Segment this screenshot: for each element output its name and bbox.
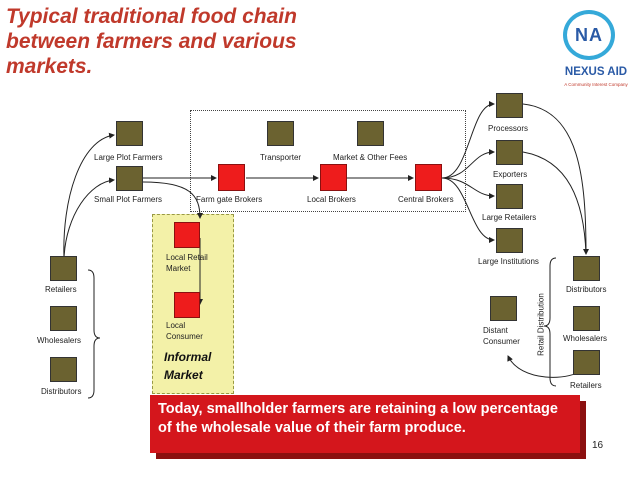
right-retailers-node: [573, 350, 600, 375]
processors-node: [496, 93, 523, 118]
distant-consumer-label-1: Distant: [483, 326, 508, 335]
left-retailers-label: Retailers: [45, 285, 77, 294]
right-retailers-label: Retailers: [570, 381, 602, 390]
nexus-aid-logo: NA: [563, 10, 615, 60]
left-distributors-label: Distributors: [41, 387, 82, 396]
large-plot-farmers-label: Large Plot Farmers: [94, 153, 163, 162]
local-brokers-label: Local Brokers: [307, 195, 356, 204]
large-retailers-node: [496, 184, 523, 209]
central-brokers-label: Central Brokers: [398, 195, 454, 204]
large-institutions-label: Large Institutions: [478, 257, 539, 266]
informal-market-title: Informal Market: [164, 348, 211, 384]
local-brokers-node: [320, 164, 347, 191]
logo-tagline: A Community Interest Company: [564, 82, 628, 87]
local-consumer-node: [174, 292, 200, 318]
arrow-to-large-plot: [63, 132, 115, 259]
left-retailers-node: [50, 256, 77, 281]
arrow-to-large-institutions: [441, 177, 495, 243]
informal-market-line-1: Informal: [164, 350, 212, 364]
small-plot-farmers-node: [116, 166, 143, 191]
retail-distribution-label: Retail Distribution: [535, 290, 546, 366]
market-fees-node: [357, 121, 384, 146]
broker-chain-region: [190, 110, 466, 212]
local-retail-market-label-1: Local Retail: [166, 253, 208, 262]
slide-title: Typical traditional food chain between f…: [6, 5, 297, 78]
farm-gate-brokers-node: [218, 164, 245, 191]
small-plot-farmers-label: Small Plot Farmers: [94, 195, 163, 204]
arrow-to-large-retailers: [441, 177, 495, 199]
left-distributors-node: [50, 357, 77, 382]
large-retailers-label: Large Retailers: [482, 213, 537, 222]
arrow-exporters-to-distributors: [522, 151, 587, 255]
left-bracket: [87, 269, 101, 399]
central-brokers-node: [415, 164, 442, 191]
informal-market-line-2: Market: [164, 368, 203, 382]
large-institutions-node: [496, 228, 523, 253]
local-consumer-label-1: Local: [166, 321, 186, 330]
retail-distribution-text: Retail Distribution: [536, 293, 546, 356]
summary-banner: Today, smallholder farmers are retaining…: [150, 395, 580, 453]
arrow-to-local-retail: [142, 181, 203, 219]
farm-gate-brokers-label: Farm gate Brokers: [196, 195, 263, 204]
page-number: 16: [592, 440, 604, 451]
local-consumer-label-2: Consumer: [166, 332, 203, 341]
distant-consumer-node: [490, 296, 517, 321]
right-wholesalers-node: [573, 306, 600, 331]
logo-initials: NA: [575, 24, 603, 45]
right-bracket: [543, 257, 557, 387]
arrow-to-exporters: [441, 149, 495, 179]
market-fees-label: Market & Other Fees: [333, 153, 408, 162]
right-distributors-label: Distributors: [566, 285, 607, 294]
left-wholesalers-node: [50, 306, 77, 331]
local-retail-market-label-2: Market: [166, 264, 191, 273]
distant-consumer-label-2: Consumer: [483, 337, 520, 346]
exporters-label: Exporters: [493, 170, 528, 179]
exporters-node: [496, 140, 523, 165]
arrow-to-small-plot: [63, 177, 115, 259]
right-distributors-node: [573, 256, 600, 281]
left-wholesalers-label: Wholesalers: [37, 336, 82, 345]
logo-name: NEXUS AID: [564, 66, 628, 78]
transporter-label: Transporter: [260, 153, 302, 162]
processors-label: Processors: [488, 124, 529, 133]
summary-banner-text: Today, smallholder farmers are retaining…: [158, 401, 558, 436]
transporter-node: [267, 121, 294, 146]
large-plot-farmers-node: [116, 121, 143, 146]
arrow-processors-to-distributors: [522, 103, 589, 255]
local-retail-market-node: [174, 222, 200, 248]
right-wholesalers-label: Wholesalers: [563, 334, 608, 343]
arrow-to-processors: [441, 101, 495, 179]
